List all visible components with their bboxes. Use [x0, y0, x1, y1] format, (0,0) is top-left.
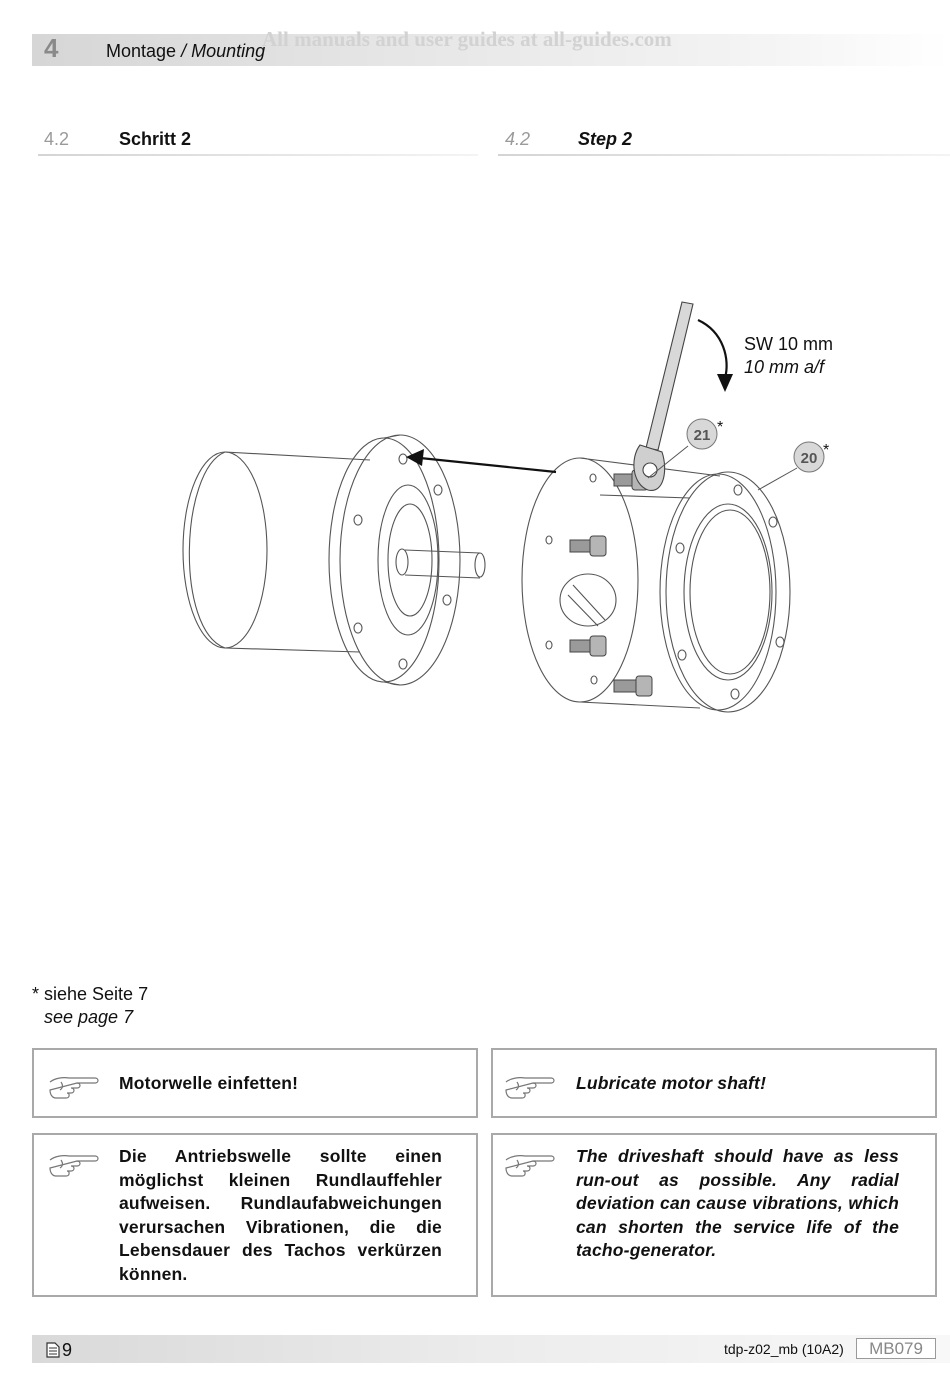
rotation-arrow [697, 319, 733, 392]
chapter-title-en: Mounting [191, 41, 266, 61]
document-page-icon [46, 1342, 60, 1358]
motor-body [182, 451, 371, 653]
note-lubricate-de: Motorwelle einfetten! [119, 1073, 299, 1093]
screw-2 [569, 635, 607, 657]
chapter-title: Montage / Mounting [106, 41, 265, 62]
callout-21-label: 21 [694, 427, 711, 444]
footer-bar [32, 1335, 950, 1363]
screws [569, 469, 653, 697]
assembly-arrow [406, 449, 557, 474]
note-runout-en: The driveshaft should have as less run-o… [576, 1146, 899, 1260]
callout-20-label: 20 [801, 450, 818, 467]
document-code: tdp-z02_mb (10A2) [724, 1341, 844, 1357]
chapter-number: 4 [44, 33, 59, 63]
note-box-lubricate-de [32, 1048, 478, 1118]
callout-20-circle [793, 441, 825, 473]
footnote: * siehe Seite 7 see page 7 [32, 983, 148, 1029]
section-number-de: 4.2 [44, 129, 70, 149]
wrench [633, 301, 694, 491]
section-number-en: 4.2 [505, 129, 531, 149]
callout-21-leader [647, 445, 689, 479]
section-rule-en [498, 154, 950, 156]
callout-21-asterisk: * [717, 419, 723, 436]
section-title-en: Step 2 [578, 129, 633, 149]
note-box-lubricate-en [491, 1048, 937, 1118]
callout-21-circle [686, 418, 718, 450]
footnote-de: * siehe Seite 7 [32, 984, 149, 1004]
chapter-title-separator: / [176, 41, 192, 61]
callout-20-leader [757, 467, 798, 491]
note-box-runout-en [491, 1133, 937, 1297]
screw-3 [613, 675, 653, 697]
motor-shaft [395, 548, 486, 579]
wrench-size-en: 10 mm a/f [744, 357, 826, 377]
footnote-en: see page 7 [44, 1007, 134, 1027]
watermark: All manuals and user guides at all-guide… [262, 27, 672, 51]
wrench-size-de: SW 10 mm [744, 334, 833, 354]
note-runout-de: Die Antriebswelle sollte einen möglichst… [119, 1146, 442, 1284]
header-bar [32, 34, 950, 66]
note-box-runout-de [32, 1133, 478, 1297]
section-rule-de [38, 154, 478, 156]
chapter-title-de: Montage [106, 41, 177, 61]
pointing-hand-icon [505, 1155, 555, 1177]
pointing-hand-icon [505, 1077, 555, 1099]
callout-20-asterisk: * [823, 442, 829, 459]
section-title-de: Schritt 2 [119, 129, 192, 149]
document-id: MB079 [856, 1338, 936, 1359]
pointing-hand-icon [49, 1155, 99, 1177]
screw-1 [569, 535, 607, 557]
motor-flange [328, 434, 461, 686]
adapter-flange [659, 471, 791, 713]
pointing-hand-icon [49, 1077, 99, 1099]
note-lubricate-en: Lubricate motor shaft! [576, 1073, 767, 1093]
page-number: 9 [62, 1340, 73, 1360]
adapter-housing [521, 457, 721, 709]
